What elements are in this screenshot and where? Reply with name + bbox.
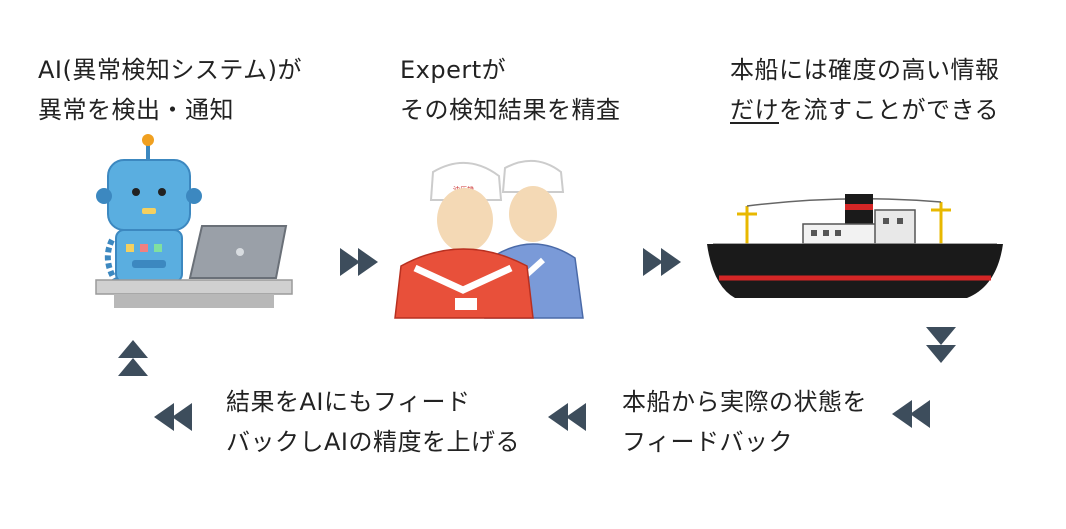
ai-step-line1: AI(異常検知システム)が: [38, 56, 303, 84]
ship-step-line2: だけを流すことができる: [730, 90, 1000, 130]
ship-step-line2-rest: を流すことができる: [779, 96, 1000, 124]
arrow-right-1: [340, 248, 378, 276]
experts-illustration: 油圧機: [394, 160, 584, 319]
ship-step-emphasis: だけ: [730, 96, 779, 124]
arrow-up: [118, 340, 148, 376]
ai-step-line2: 異常を検出・通知: [38, 96, 234, 124]
arrow-down: [926, 327, 956, 363]
feedback-ship-label: 本船から実際の状態を フィードバック: [622, 382, 867, 462]
feedback-ai-line1: 結果をAIにもフィード: [226, 388, 471, 416]
ship-step-line1: 本船には確度の高い情報: [730, 56, 1000, 84]
arrow-left-1: [892, 400, 930, 428]
feedback-ship-line2: フィードバック: [622, 428, 794, 456]
arrow-left-3: [154, 403, 192, 431]
feedback-ai-line2: バックしAIの精度を上げる: [226, 428, 520, 456]
arrow-left-2: [548, 403, 586, 431]
expert-step-line1: Expertが: [400, 56, 507, 84]
expert-step-line2: その検知結果を精査: [400, 96, 621, 124]
ai-step-label: AI(異常検知システム)が 異常を検出・通知: [38, 50, 302, 130]
robot-laptop-illustration: [95, 134, 293, 308]
ship-step-label: 本船には確度の高い情報 だけを流すことができる: [730, 50, 1000, 130]
arrow-right-2: [643, 248, 681, 276]
expert-step-label: Expertが その検知結果を精査: [400, 50, 621, 130]
feedback-ai-label: 結果をAIにもフィード バックしAIの精度を上げる: [226, 382, 520, 462]
feedback-ship-line1: 本船から実際の状態を: [622, 388, 867, 416]
ship-illustration: [707, 194, 1003, 298]
